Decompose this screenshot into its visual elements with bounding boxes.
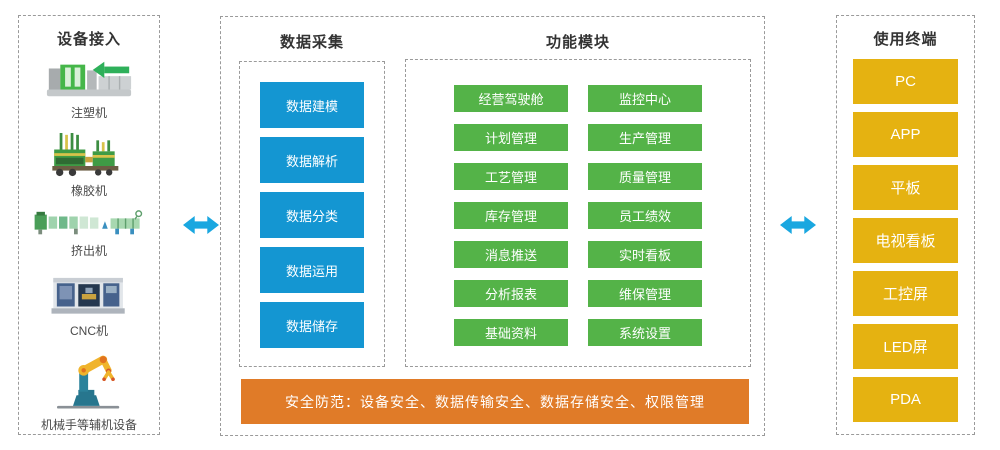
function-module-item: 工艺管理 xyxy=(454,163,568,190)
device-label: 注塑机 xyxy=(70,106,107,120)
terminal-item: LED屏 xyxy=(853,324,958,369)
panel-platform: 数据采集 功能模块 数据建模 数据解析 数据分类 数据运用 数据储存 经营驾驶舱… xyxy=(220,16,765,436)
function-module-item: 计划管理 xyxy=(454,124,568,151)
device-extruder: 挤出机 xyxy=(30,209,148,269)
terminal-item: PC xyxy=(853,59,958,104)
device-rubber-machine: 橡胶机 xyxy=(45,131,133,209)
function-modules-box: 经营驾驶舱 监控中心 计划管理 生产管理 工艺管理 质量管理 库存管理 员工绩效… xyxy=(405,59,751,367)
robot-arm-icon xyxy=(50,349,128,413)
right-double-arrow-icon xyxy=(780,214,816,236)
cnc-machine-icon xyxy=(45,269,133,319)
data-collection-item: 数据分类 xyxy=(260,192,364,238)
data-collection-item: 数据储存 xyxy=(260,302,364,348)
device-label: CNC机 xyxy=(70,324,108,338)
function-module-item: 系统设置 xyxy=(588,319,702,346)
device-label: 橡胶机 xyxy=(70,184,107,198)
device-list: 注塑机 xyxy=(19,57,159,443)
security-bar: 安全防范：设备安全、数据传输安全、数据存储安全、权限管理 xyxy=(241,379,749,424)
data-collection-item: 数据解析 xyxy=(260,137,364,183)
terminal-item: PDA xyxy=(853,377,958,422)
left-double-arrow-icon xyxy=(183,214,219,236)
terminal-list: PC APP 平板 电视看板 工控屏 LED屏 PDA xyxy=(837,59,974,430)
function-module-item: 员工绩效 xyxy=(588,202,702,229)
function-modules-title: 功能模块 xyxy=(545,34,610,51)
function-module-item: 库存管理 xyxy=(454,202,568,229)
panel-user-terminals: 使用终端 PC APP 平板 电视看板 工控屏 LED屏 PDA xyxy=(836,15,975,435)
terminal-item: APP xyxy=(853,112,958,157)
device-label: 机械手等辅机设备 xyxy=(40,418,137,432)
data-collection-item: 数据建模 xyxy=(260,82,364,128)
data-collection-item: 数据运用 xyxy=(260,247,364,293)
data-collection-box: 数据建模 数据解析 数据分类 数据运用 数据储存 xyxy=(239,61,385,367)
terminal-item: 平板 xyxy=(853,165,958,210)
function-module-item: 经营驾驶舱 xyxy=(454,85,568,112)
device-robot-arm: 机械手等辅机设备 xyxy=(41,349,137,443)
extruder-machine-icon xyxy=(30,209,148,239)
function-module-item: 质量管理 xyxy=(588,163,702,190)
function-module-item: 基础资料 xyxy=(454,319,568,346)
terminal-item: 电视看板 xyxy=(853,218,958,263)
panel-device-access: 设备接入 xyxy=(18,15,160,435)
device-access-title: 设备接入 xyxy=(56,31,121,48)
function-module-item: 监控中心 xyxy=(588,85,702,112)
function-module-item: 消息推送 xyxy=(454,241,568,268)
function-module-item: 生产管理 xyxy=(588,124,702,151)
rubber-machine-icon xyxy=(45,131,133,179)
device-label: 挤出机 xyxy=(70,244,107,258)
device-cnc: CNC机 xyxy=(45,269,133,349)
user-terminals-title: 使用终端 xyxy=(873,31,938,48)
data-collection-title: 数据采集 xyxy=(279,34,344,51)
function-module-item: 分析报表 xyxy=(454,280,568,307)
device-injection-molding: 注塑机 xyxy=(43,57,135,131)
terminal-item: 工控屏 xyxy=(853,271,958,316)
function-module-item: 实时看板 xyxy=(588,241,702,268)
injection-molding-machine-icon xyxy=(43,57,135,101)
function-module-item: 维保管理 xyxy=(588,280,702,307)
